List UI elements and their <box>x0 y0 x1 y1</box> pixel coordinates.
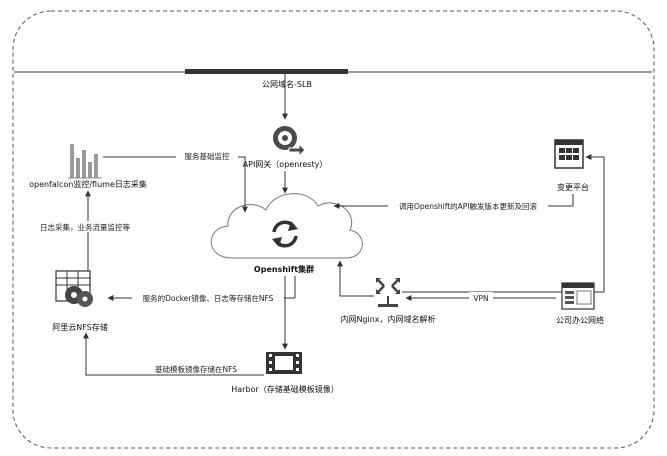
office-label: 公司办公网络 <box>556 315 604 325</box>
grid-window-icon <box>554 139 584 169</box>
edge-harbor-nfs <box>83 332 264 376</box>
nfs-label: 阿里云NFS存储 <box>52 322 108 332</box>
edge-nginx-openshift <box>337 260 374 297</box>
monitor-label: openfalcon监控/flume日志采集 <box>29 179 147 189</box>
slb-bar <box>185 69 348 74</box>
gear-arrow-icon <box>273 126 306 158</box>
api-gateway-label: API网关（openresty） <box>243 159 328 169</box>
nginx-label: 内网Nginx，内网域名解析 <box>340 314 435 324</box>
edge-label-vpn: VPN <box>473 294 488 303</box>
edge-label-change: 调用Openshift的API触发版本更新及回滚 <box>399 201 538 211</box>
network-router-icon <box>376 278 400 307</box>
browser-window-icon <box>561 282 595 310</box>
openshift-cloud <box>210 193 363 259</box>
refresh-icon <box>272 220 298 248</box>
edge-label-log: 日志采集，业务流量监控等 <box>40 222 130 232</box>
storage-disk-icon <box>55 270 93 307</box>
edge-label-template: 基础模板镜像存储在NFS <box>155 364 237 374</box>
edge-monitor-openshift <box>103 156 248 213</box>
film-strip-icon <box>266 352 302 374</box>
change-platform-label: 变更平台 <box>557 182 589 192</box>
openshift-label: Openshift集群 <box>254 264 314 274</box>
slb-label: 公网域名-SLB <box>262 79 312 89</box>
edge-nginx-change <box>402 154 605 293</box>
diagram-border <box>12 10 655 449</box>
bar-chart-icon <box>68 144 102 179</box>
edge-label-docker: 服务的Docker镜像、日志等存储在NFS <box>143 293 274 303</box>
harbor-label: Harbor（存储基础模板镜像） <box>231 384 338 394</box>
edge-label-monitor: 服务基础监控 <box>185 151 230 161</box>
